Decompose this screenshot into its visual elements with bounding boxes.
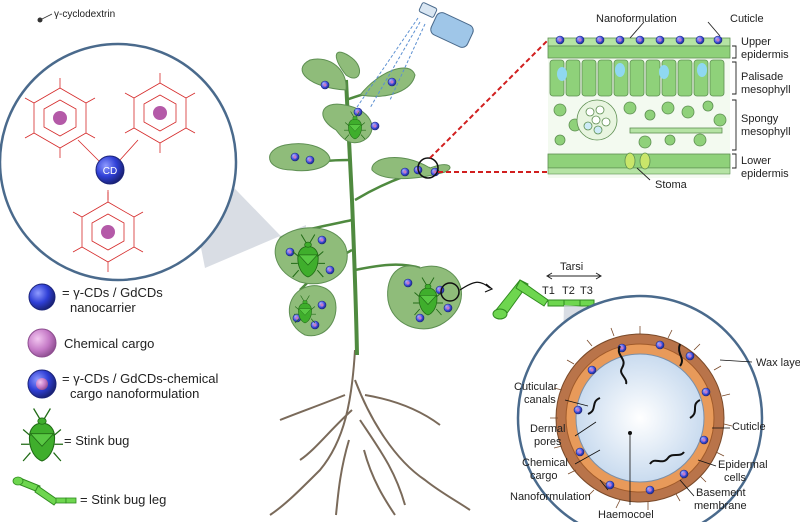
leaf-left-mid xyxy=(269,143,331,172)
cd-core xyxy=(95,155,125,185)
cuticle-right-label: Cuticle xyxy=(732,421,766,433)
legend-cargo-line1: Chemical cargo xyxy=(64,336,154,351)
leaf-zoom-marker xyxy=(417,157,439,179)
nanoformulation-bottom-label: Nanoformulation xyxy=(510,491,591,503)
legend-nanocarrier-line1: = γ-CDs / GdCDs xyxy=(62,285,163,300)
stink-bug-leg-icon xyxy=(12,476,77,506)
chemical-cargo-label-1: Chemical xyxy=(522,457,568,469)
leaf-upper-right xyxy=(359,67,416,97)
cuticular-canals-label-2: canals xyxy=(524,394,556,406)
spongy-label-1: Spongy xyxy=(741,113,779,125)
dermal-pores-label-2: pores xyxy=(534,436,562,448)
spongy-label-2: mesophyll xyxy=(741,126,791,138)
legend-stink-bug-label: = Stink bug xyxy=(64,433,129,448)
leaf-zoom-target xyxy=(371,156,451,180)
epidermal-label-1: Epidermal xyxy=(718,459,768,471)
chemical-cargo-label-2: cargo xyxy=(530,470,558,482)
leaf-zoom-lines xyxy=(429,39,549,173)
cd-label: CD xyxy=(103,166,117,177)
upper-epidermis-layer xyxy=(547,45,731,59)
leaf-bug-bottom-left xyxy=(288,285,337,337)
lower-epidermis-layer xyxy=(547,153,731,169)
cuticular-canals-label-1: Cuticular xyxy=(514,381,558,393)
t1-label: T1 xyxy=(542,285,555,297)
lower-epidermis-label-2: epidermis xyxy=(741,168,789,180)
dermal-pores-label-1: Dermal xyxy=(530,423,565,435)
legend-nanoformulation-line1: = γ-CDs / GdCDs-chemical xyxy=(62,371,218,386)
legend-cargo-icon xyxy=(27,328,57,358)
plant xyxy=(269,51,471,516)
palisade-cells xyxy=(549,59,725,97)
palisade-label-2: mesophyll xyxy=(741,84,791,96)
legend: = γ-CDs / GdCDs nanocarrier Chemical car… xyxy=(12,283,218,507)
stink-bug-icon xyxy=(20,407,64,462)
plant-roots xyxy=(269,349,471,516)
leaf-with-bug-top xyxy=(322,103,373,144)
spongy-cells xyxy=(553,100,727,149)
palisade-label-1: Palisade xyxy=(741,71,783,83)
basement-label-2: membrane xyxy=(694,500,747,512)
legend-stink-bug-leg-label: = Stink bug leg xyxy=(80,492,166,507)
lower-epidermis-label-1: Lower xyxy=(741,155,771,167)
vascular-bundle xyxy=(576,99,618,141)
leaf-upper-left xyxy=(301,58,347,91)
tarsi-label: Tarsi xyxy=(560,261,583,273)
upper-epidermis-label-1: Upper xyxy=(741,36,771,48)
basement-label-1: Basement xyxy=(696,487,746,499)
legend-nanocarrier-icon xyxy=(28,283,56,311)
bug-leg-zoom-marker xyxy=(440,282,460,302)
stoma-guard-cell xyxy=(624,152,636,170)
cuticle-hairs xyxy=(550,326,733,510)
epidermal-label-2: cells xyxy=(724,472,747,484)
stink-bug-leg-zoom xyxy=(492,272,602,320)
stoma-label: Stoma xyxy=(655,179,688,191)
cyclodextrin-molecule xyxy=(24,73,196,272)
upper-epidermis-label-2: epidermis xyxy=(741,49,789,61)
leaf-cross-section xyxy=(547,35,731,178)
cuticle-top-label: Cuticle xyxy=(730,13,764,25)
haemocoel-lumen xyxy=(575,353,705,483)
legend-nanoformulation-line2: cargo nanoformulation xyxy=(70,386,199,401)
spray-bottle-icon xyxy=(354,2,474,111)
leaf-top xyxy=(335,51,361,79)
cuticular-canals xyxy=(587,343,701,465)
nanoformulation-top-label: Nanoformulation xyxy=(596,13,677,25)
haemocoel-label: Haemocoel xyxy=(598,509,654,521)
legend-nanocarrier-line2: nanocarrier xyxy=(70,300,136,315)
cyclodextrin-label: γ-cyclodextrin xyxy=(54,9,115,20)
t3-label: T3 xyxy=(580,285,593,297)
t2-label: T2 xyxy=(562,285,575,297)
wax-layer-label: Wax layer xyxy=(756,357,800,369)
